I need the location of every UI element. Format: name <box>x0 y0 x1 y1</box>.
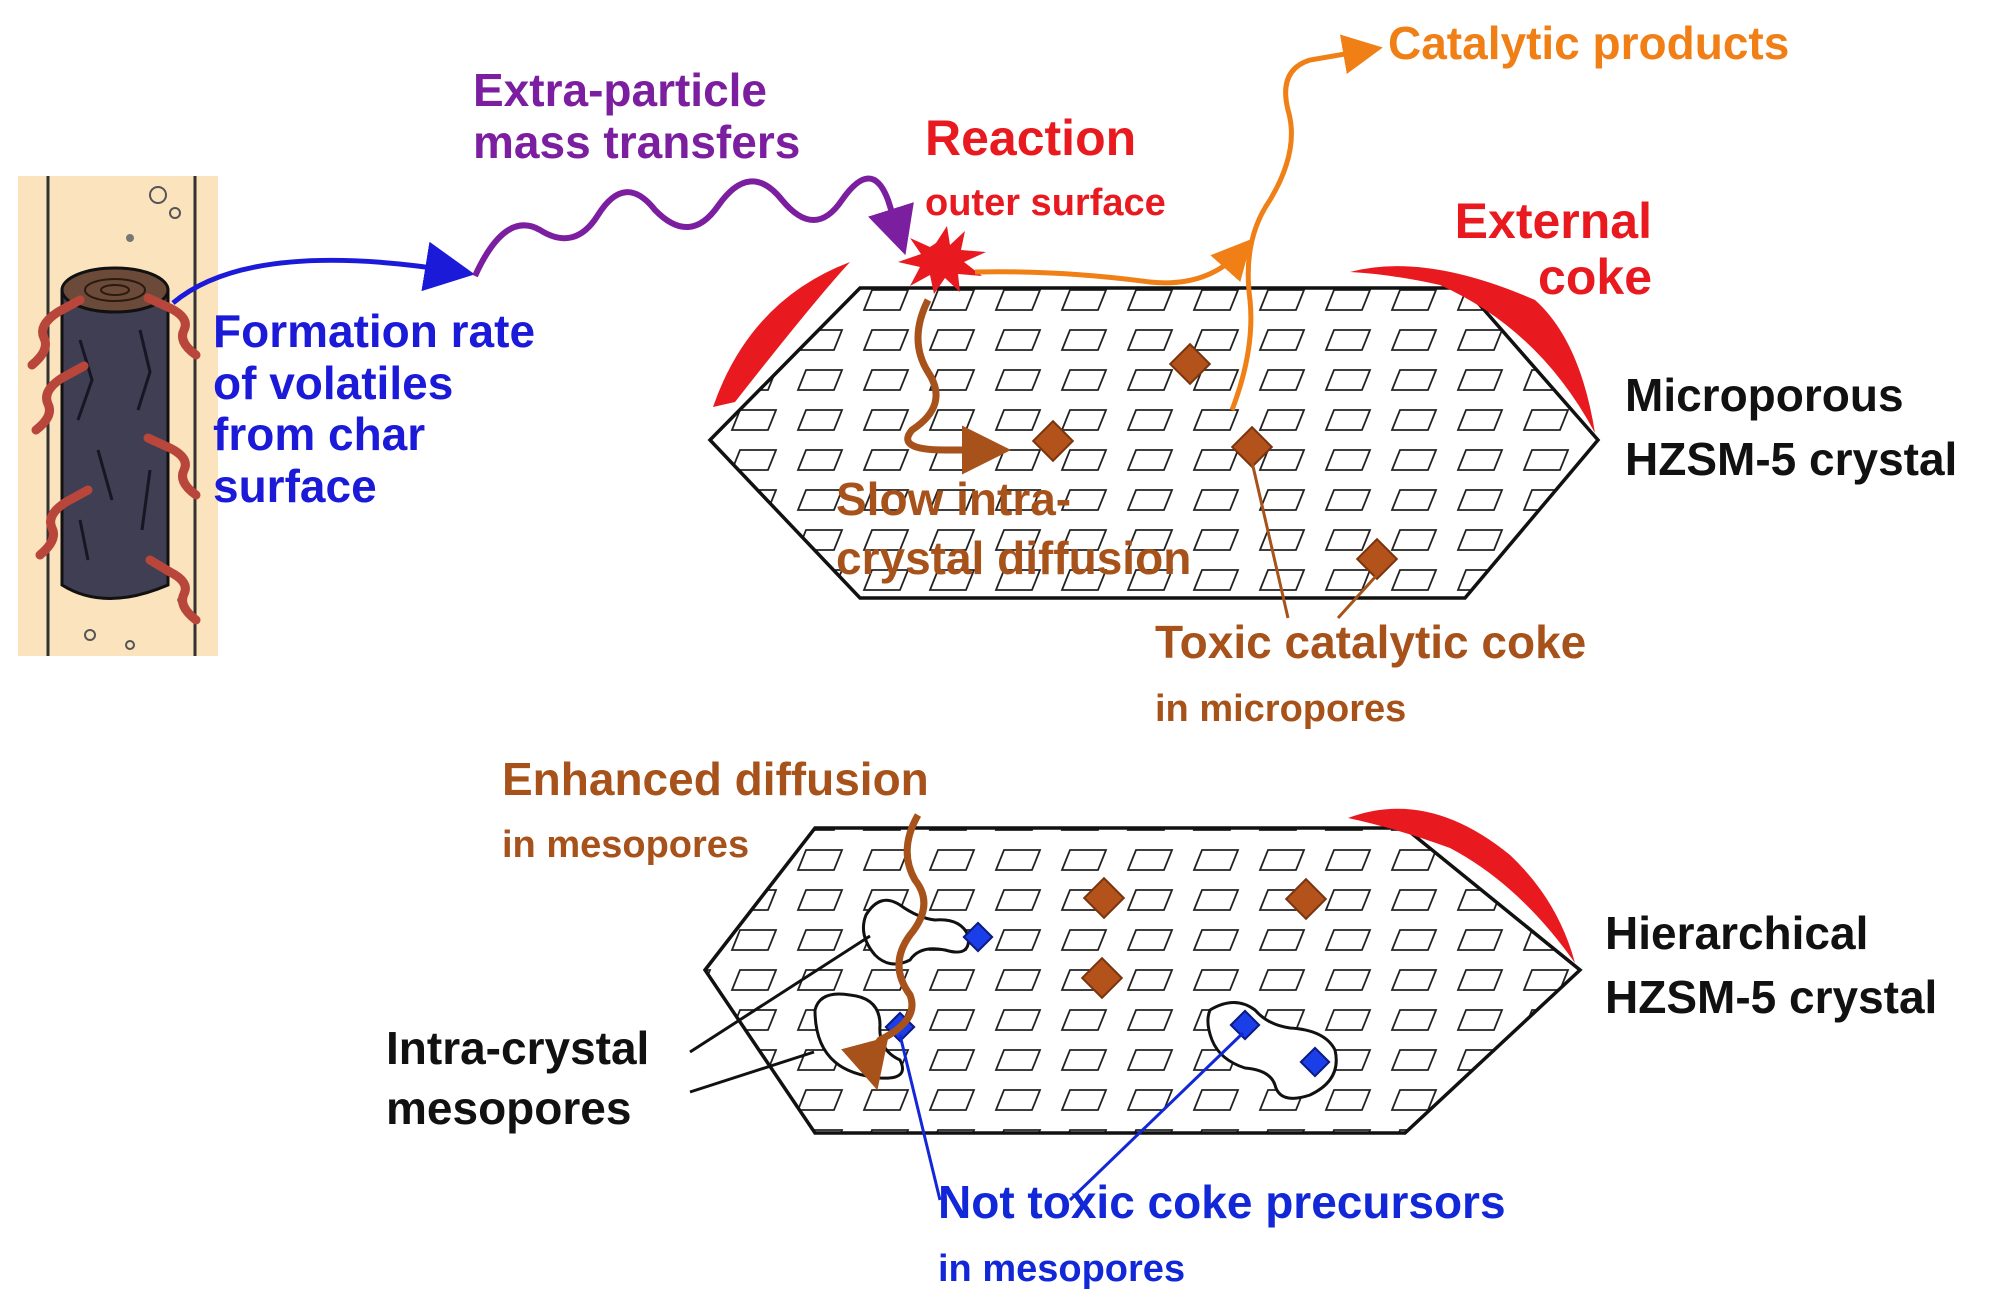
external-coke-line-2: coke <box>1538 249 1652 305</box>
hierarchical-line-1: Hierarchical <box>1605 907 1869 959</box>
coke-dot-1 <box>1168 342 1212 386</box>
slow-diffusion-line-1: Slow intra- <box>836 473 1072 525</box>
reaction-subtitle: outer surface <box>925 182 1166 224</box>
precursor-dot-3 <box>1229 1009 1261 1041</box>
external-coke-right <box>1350 266 1595 433</box>
external-coke-label: External coke <box>1442 193 1652 305</box>
external-coke-left <box>713 262 850 407</box>
microporous-crystal <box>707 34 1601 620</box>
mass-transfer-arrow <box>472 175 914 278</box>
coke-dot-7 <box>1080 956 1124 1000</box>
products-arrow-vertical <box>1229 34 1383 411</box>
external-coke-line-1: External <box>1454 193 1652 249</box>
not-toxic-title: Not toxic coke precursors <box>938 1176 1506 1228</box>
extra-particle-line-1: Extra-particle <box>473 64 768 116</box>
coke-dot-3 <box>1230 425 1274 469</box>
microporous-line-2: HZSM-5 crystal <box>1625 433 1958 486</box>
reaction-star-icon <box>898 226 986 294</box>
products-arrow-horizontal <box>974 238 1253 286</box>
hierarchical-line-2: HZSM-5 crystal <box>1605 971 1938 1024</box>
microporous-line-1: Microporous <box>1625 369 1904 421</box>
coke-dot-4 <box>1355 537 1399 581</box>
formation-rate-line-2: of volatiles <box>213 356 454 409</box>
coke-dot-2 <box>1031 419 1075 463</box>
intra-mesopores-line-2: mesopores <box>386 1081 632 1134</box>
precursor-dot-4 <box>1299 1046 1331 1078</box>
coke-dot-5 <box>1082 876 1126 920</box>
formation-rate-line-1: Formation rate <box>213 305 536 357</box>
hierarchical-label: Hierarchical HZSM-5 crystal <box>1605 901 1937 1030</box>
catalytic-products-label: Catalytic products <box>1388 17 1790 69</box>
formation-rate-line-4: surface <box>213 459 377 512</box>
hierarchical-crystal <box>689 808 1583 1202</box>
reaction-title: Reaction <box>925 110 1137 166</box>
enhanced-diffusion-title: Enhanced diffusion <box>502 753 929 805</box>
char-particle-icon <box>18 176 218 656</box>
toxic-coke-title: Toxic catalytic coke <box>1155 616 1587 668</box>
not-toxic-subtitle: in mesopores <box>938 1248 1186 1290</box>
formation-rate-label: Formation rate of volatiles from char su… <box>213 305 536 512</box>
intra-mesopores-label: Intra-crystal mesopores <box>386 1019 649 1139</box>
volatiles-arrow <box>171 241 475 305</box>
enhanced-diffusion-arrow <box>841 813 928 1091</box>
coke-dot-6 <box>1284 877 1328 921</box>
slow-diffusion-line-2: crystal diffusion <box>836 531 1192 584</box>
external-coke-bottom-right <box>1348 808 1575 963</box>
enhanced-diffusion-subtitle: in mesopores <box>502 824 750 866</box>
intra-mesopores-line-1: Intra-crystal <box>386 1022 650 1074</box>
precursor-dot-1 <box>962 921 994 953</box>
extra-particle-label: Extra-particle mass transfers <box>473 64 801 168</box>
slow-diffusion-label: Slow intra- crystal diffusion <box>836 470 1191 588</box>
toxic-coke-subtitle: in micropores <box>1155 688 1407 730</box>
slow-diffusion-arrow <box>904 298 1011 475</box>
formation-rate-line-3: from char <box>213 408 426 461</box>
microporous-label: Microporous HZSM-5 crystal <box>1625 363 1957 492</box>
extra-particle-line-2: mass transfers <box>473 115 801 168</box>
